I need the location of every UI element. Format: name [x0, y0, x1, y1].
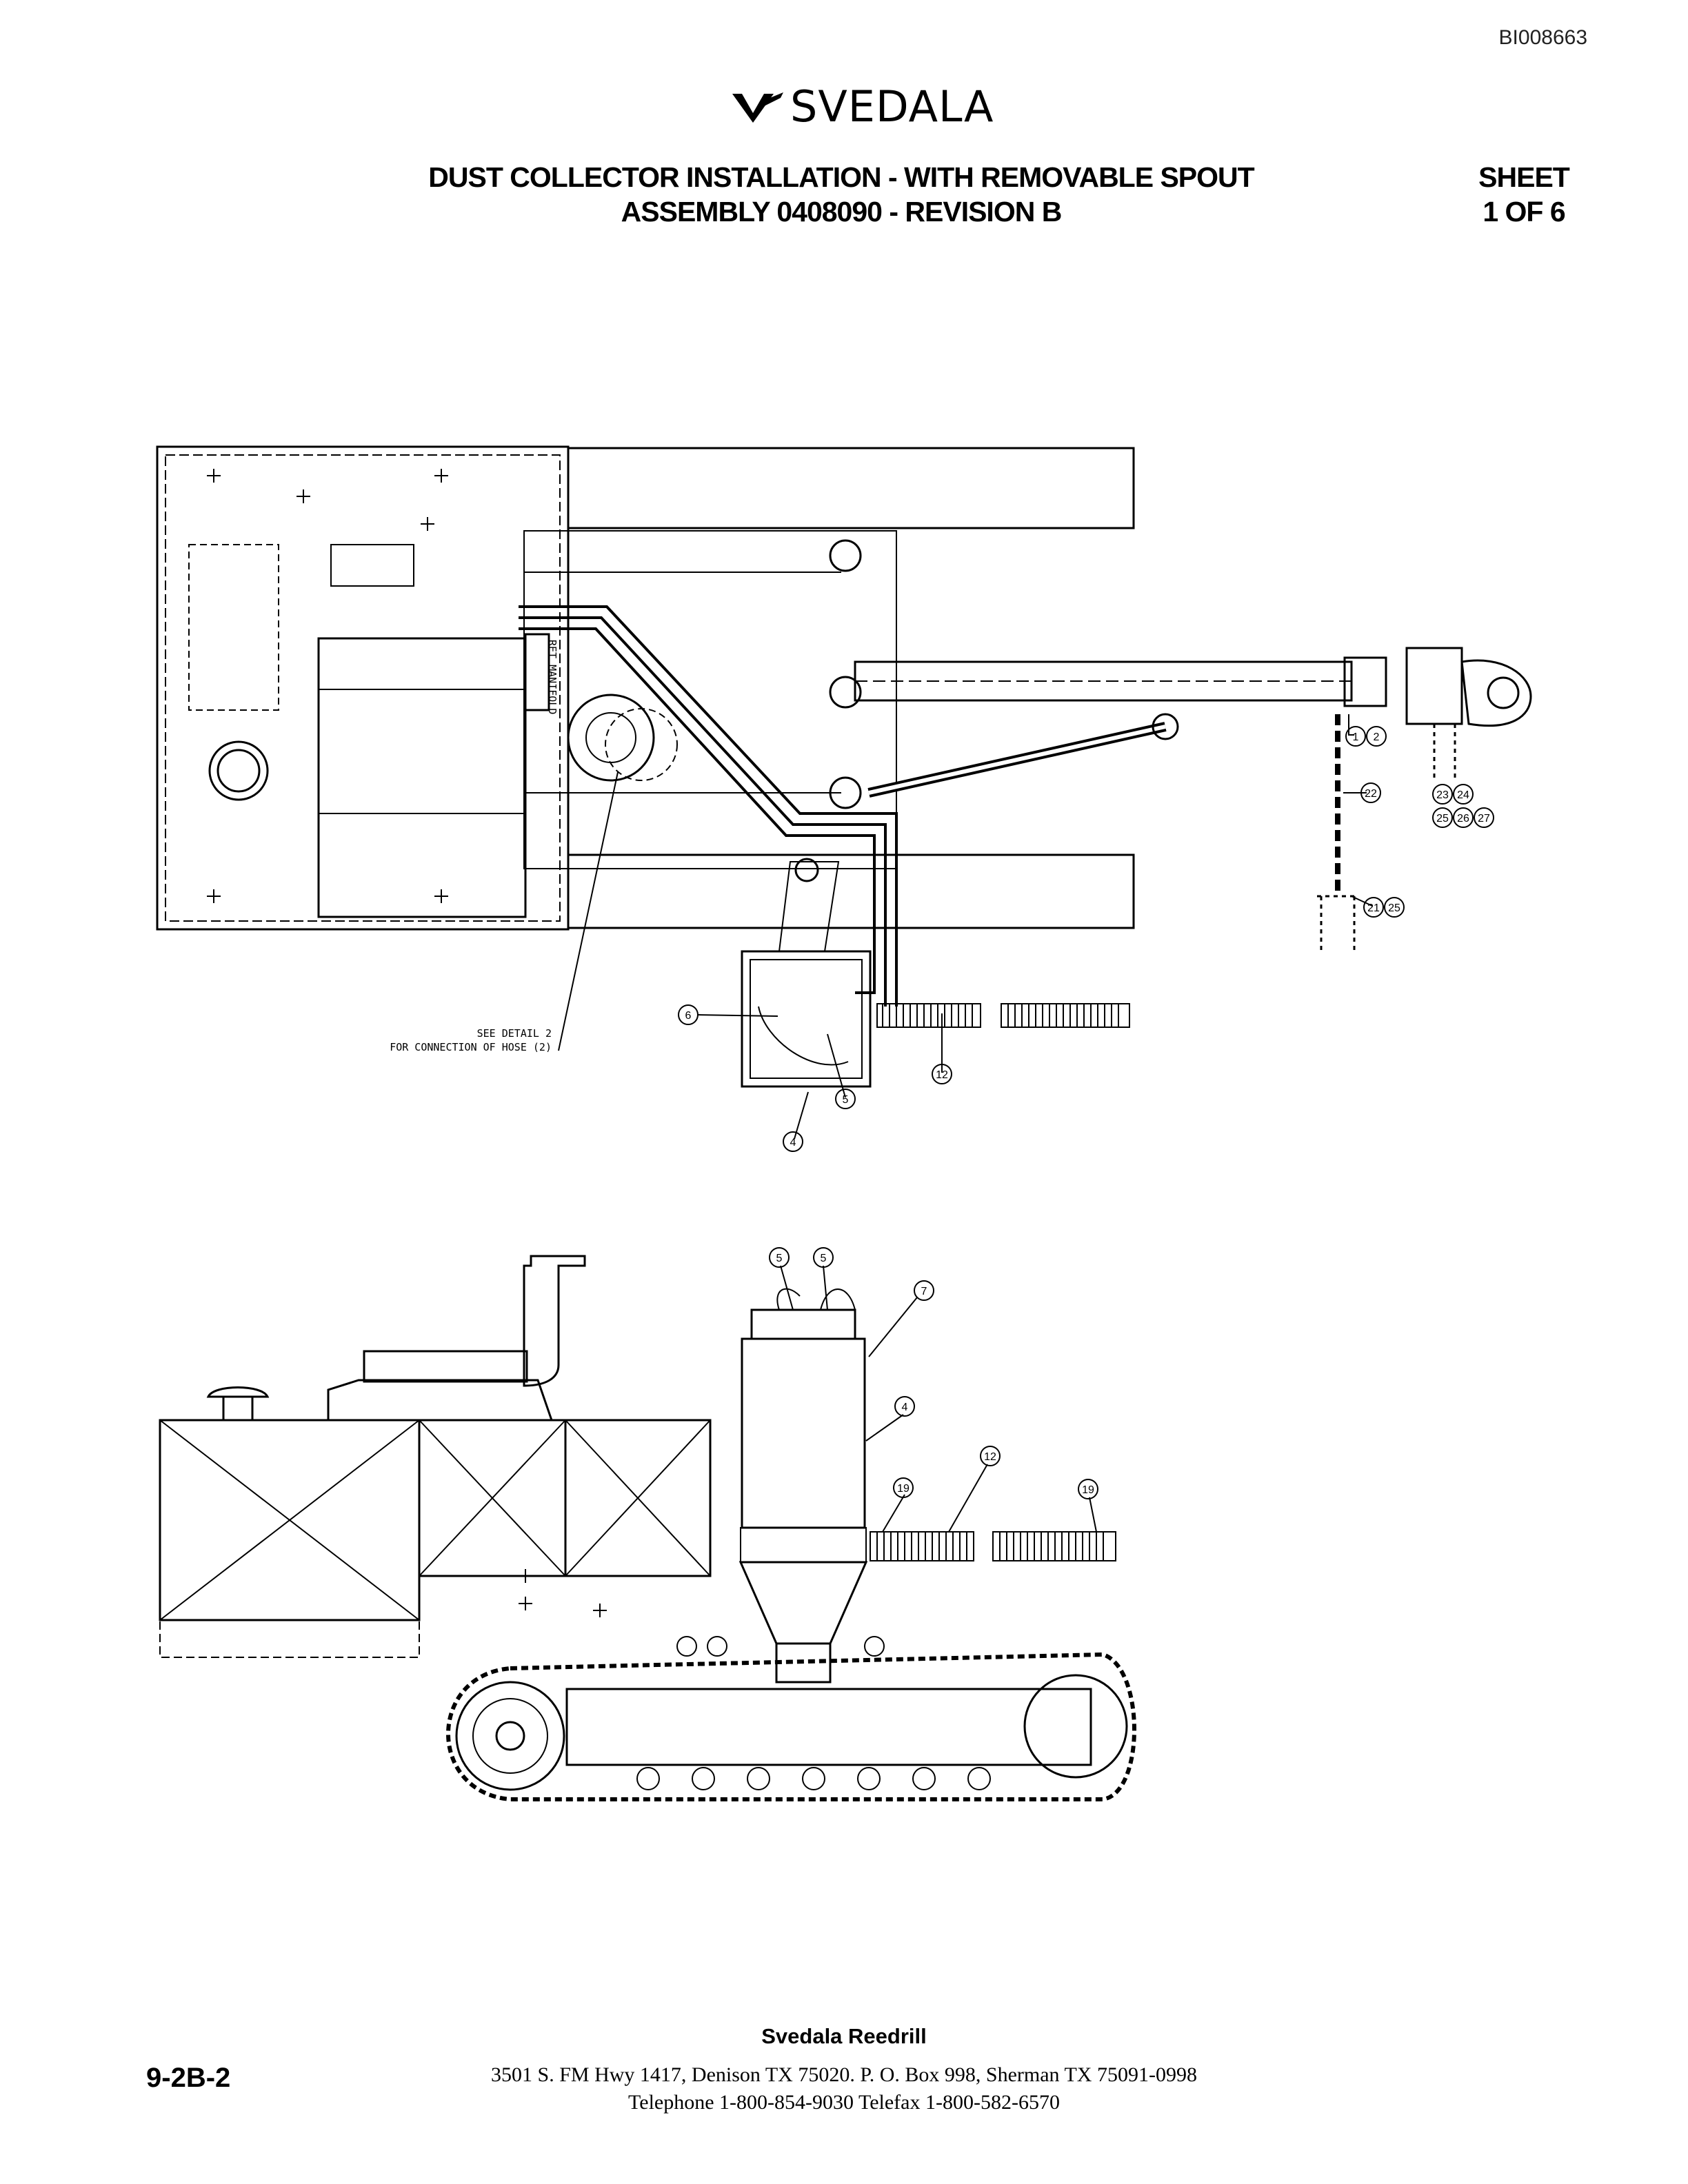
balloon-side-7-label: 7 — [921, 1286, 927, 1297]
balloon-top-26-label: 26 — [1457, 813, 1469, 825]
balloon-top-21-label: 21 — [1367, 902, 1380, 914]
manifold-label: RET MANIFOLD — [546, 640, 559, 714]
sheet-indicator: SHEET 1 OF 6 — [1448, 160, 1600, 229]
sheet-value: 1 OF 6 — [1483, 196, 1565, 228]
collector-hose-a — [870, 1531, 974, 1561]
exhaust-stack — [523, 1255, 586, 1387]
balloon-side-5b — [813, 1247, 834, 1268]
brand-name: SVEDALA — [790, 81, 994, 132]
balloon-top-6-label: 6 — [685, 1010, 692, 1022]
balloon-side-5a-label: 5 — [776, 1253, 783, 1264]
sheet-label: SHEET — [1478, 161, 1570, 193]
balloon-top-1 — [1345, 726, 1366, 747]
page-number: 9-2B-2 — [146, 2063, 231, 2093]
balloon-side-5a — [769, 1247, 790, 1268]
collector-hopper — [738, 1561, 868, 1645]
balloon-top-23-label: 23 — [1436, 789, 1449, 801]
top-view: RET MANIFOLD SEE DETAIL 2 — [156, 445, 1532, 1152]
balloon-top-5 — [835, 1089, 856, 1109]
balloon-top-1-label: 1 — [1353, 731, 1359, 743]
machine-body-outline — [156, 445, 570, 931]
document-id: BI008663 — [1498, 26, 1587, 49]
balloon-top-22 — [1360, 782, 1381, 803]
balloon-top-27 — [1474, 807, 1494, 828]
engine-compartment — [317, 637, 527, 918]
address-line-2: Telephone 1-800-854-9030 Telefax 1-800-5… — [628, 2091, 1060, 2114]
title-line-1: DUST COLLECTOR INSTALLATION - WITH REMOV… — [428, 161, 1254, 193]
balloon-top-2 — [1366, 726, 1387, 747]
discharge-hose-a — [876, 1003, 981, 1028]
balloon-side-19b-label: 19 — [1082, 1484, 1094, 1496]
balloon-side-5b-label: 5 — [821, 1253, 827, 1264]
balloon-top-4-label: 4 — [790, 1137, 796, 1149]
balloon-side-12 — [980, 1446, 1001, 1466]
svedala-mark-icon — [732, 92, 783, 123]
track-frame-lower — [567, 853, 1135, 929]
balloon-top-25 — [1432, 807, 1453, 828]
balloon-top-6 — [678, 1004, 699, 1025]
balloon-top-2-label: 2 — [1374, 731, 1380, 743]
balloon-top-12-label: 12 — [936, 1069, 948, 1081]
balloon-side-4-label: 4 — [902, 1402, 908, 1413]
balloon-top-12 — [932, 1064, 952, 1084]
dust-collector-tank — [741, 1337, 866, 1529]
balloon-side-19b — [1078, 1479, 1098, 1499]
tank-cap — [208, 740, 269, 801]
balloon-top-25-label: 25 — [1436, 813, 1449, 825]
idler-wheel — [1023, 1674, 1128, 1779]
drive-sprocket — [455, 1681, 565, 1791]
title-line-2: ASSEMBLY 0408090 - REVISION B — [621, 196, 1063, 228]
manifold-block — [524, 633, 550, 711]
balloon-top-25b-label: 25 — [1388, 902, 1400, 914]
boom-head — [1405, 647, 1463, 725]
balloon-top-4 — [783, 1131, 803, 1152]
balloon-side-19a-label: 19 — [897, 1483, 910, 1495]
engine-panel-b — [564, 1419, 712, 1577]
fill-cap — [206, 1386, 270, 1398]
balloon-top-27-label: 27 — [1478, 813, 1490, 825]
balloon-top-24 — [1453, 784, 1474, 805]
access-panel — [188, 544, 279, 711]
footer-address: 3501 S. FM Hwy 1417, Denison TX 75020. P… — [0, 2061, 1688, 2116]
balloon-top-22-label: 22 — [1365, 788, 1377, 800]
engine-hood — [363, 1350, 528, 1383]
detail-callout-line-1: SEE DETAIL 2 — [477, 1027, 552, 1040]
dust-collector-housing — [741, 950, 872, 1088]
footer-company: Svedala Reedrill — [761, 2024, 927, 2048]
balloon-top-5-label: 5 — [843, 1094, 849, 1106]
brand-logo: SVEDALA — [732, 81, 994, 132]
balloon-top-25b — [1384, 897, 1405, 918]
address-line-1: 3501 S. FM Hwy 1417, Denison TX 75020. P… — [491, 2063, 1197, 2086]
balloon-top-21 — [1363, 897, 1384, 918]
balloon-top-24-label: 24 — [1457, 789, 1469, 801]
pump-assembly — [567, 694, 655, 782]
drawing-title: DUST COLLECTOR INSTALLATION - WITH REMOV… — [414, 160, 1269, 229]
balloon-side-4 — [894, 1396, 915, 1417]
balloon-top-26 — [1453, 807, 1474, 828]
crawler-track — [446, 1652, 1136, 1801]
balloon-side-19a — [893, 1477, 914, 1498]
balloon-top-23 — [1432, 784, 1453, 805]
discharge-hose-b — [1001, 1003, 1130, 1028]
track-frame-upper — [567, 447, 1135, 529]
chain — [1317, 895, 1358, 951]
balloon-side-7 — [914, 1280, 934, 1301]
track-frame — [565, 1688, 1092, 1766]
side-view: 5 5 7 4 12 19 19 — [159, 1247, 1136, 1801]
balloon-side-12-label: 12 — [984, 1451, 996, 1463]
detail-callout-line-2: FOR CONNECTION OF HOSE (2) — [390, 1041, 552, 1053]
